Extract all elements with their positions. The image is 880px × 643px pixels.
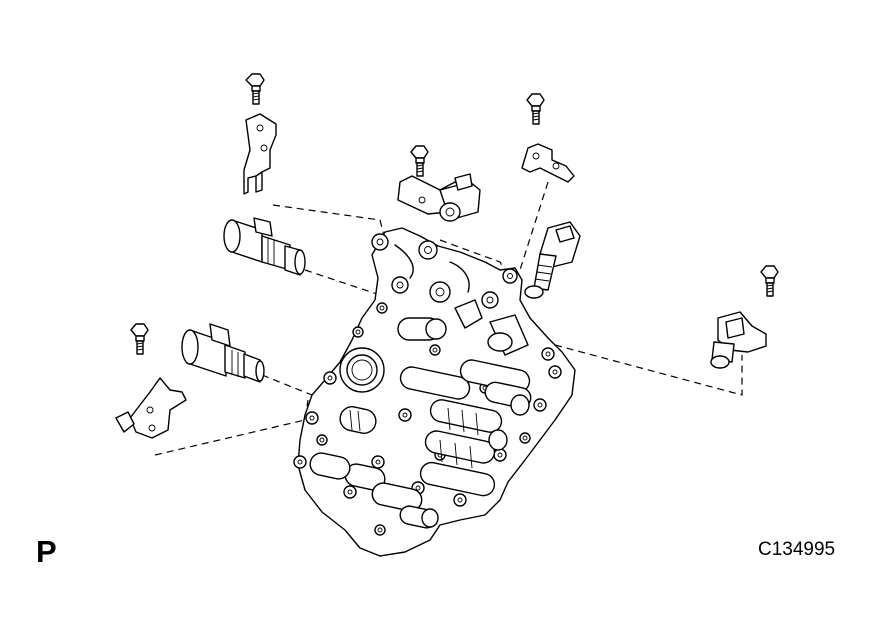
solenoid-bracket-top-right — [521, 143, 575, 183]
bolt-top-right — [526, 93, 545, 125]
leader-left-lower-solenoid — [261, 374, 313, 396]
bolt-top-left — [245, 73, 265, 105]
leader-top-left-bracket — [272, 204, 386, 241]
sensor-right — [710, 311, 767, 369]
shift-solenoid-lower-left — [181, 323, 265, 383]
boss — [391, 276, 409, 294]
bolt-lower-left — [130, 323, 149, 355]
leader-left-upper-solenoid — [304, 269, 396, 301]
shift-solenoid-upper-left — [223, 217, 306, 276]
view-code-label: P — [36, 534, 57, 569]
leader-right-sensor — [554, 344, 743, 396]
boss — [418, 240, 438, 260]
bolt-top-center — [410, 145, 429, 177]
solenoid-right-upper — [524, 221, 581, 299]
boss — [429, 281, 451, 303]
figure-number: C134995 — [758, 539, 836, 560]
leader-lower-left-bracket — [154, 399, 309, 456]
spool-bores — [309, 359, 532, 529]
boss — [481, 291, 499, 309]
leader-top-right-bracket — [519, 181, 549, 271]
solenoid-top-center — [439, 173, 481, 222]
valve-body — [293, 227, 576, 557]
bolt-right — [760, 265, 779, 297]
mounting-holes — [293, 302, 562, 536]
boss — [502, 268, 518, 284]
solenoid-bracket-lower-left — [115, 377, 187, 439]
boss — [371, 233, 389, 251]
solenoid-bracket-top-left — [243, 113, 277, 195]
